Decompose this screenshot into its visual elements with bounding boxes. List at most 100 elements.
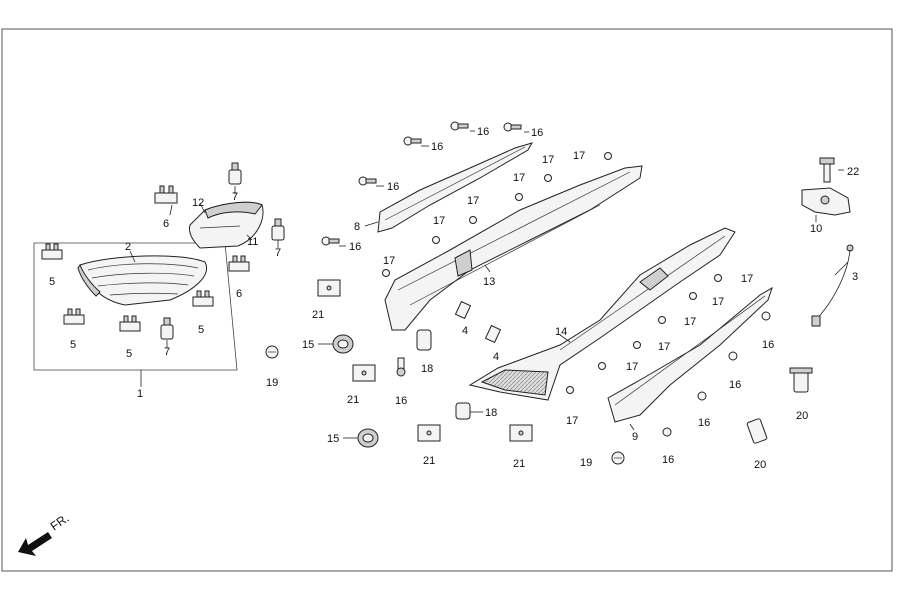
- callout-16e: 16: [349, 241, 361, 253]
- stopper-7b: [271, 218, 285, 241]
- callout-17j: 17: [658, 341, 670, 353]
- callout-19b: 19: [580, 457, 592, 469]
- callout-16d: 16: [387, 181, 399, 193]
- bolt-16f: [396, 357, 406, 377]
- clip-21a: [317, 279, 341, 297]
- callout-15a: 15: [302, 339, 314, 351]
- callout-3: 3: [852, 271, 858, 283]
- bumper-5b: [63, 308, 85, 325]
- callout-18a: 18: [421, 363, 433, 375]
- side-skirt-9: [607, 286, 773, 423]
- bolt-16c: [403, 136, 422, 146]
- direction-label: FR.: [48, 511, 72, 534]
- callout-4b: 4: [493, 351, 499, 363]
- screw-19a: [265, 345, 279, 359]
- screw-17b: [604, 152, 612, 160]
- bolt-16i: [697, 391, 707, 401]
- callout-7c: 7: [164, 346, 170, 358]
- callout-17a: 17: [542, 154, 554, 166]
- callout-16i: 16: [698, 417, 710, 429]
- bolt-16b: [503, 122, 522, 132]
- callout-19a: 19: [266, 377, 278, 389]
- bumper-6b: [228, 255, 250, 272]
- screw-17e: [432, 236, 440, 244]
- callout-16h: 16: [729, 379, 741, 391]
- callout-16b: 16: [531, 127, 543, 139]
- callout-16c: 16: [431, 141, 443, 153]
- callout-21c: 21: [423, 455, 435, 467]
- callout-7b: 7: [275, 247, 281, 259]
- screw-17i: [658, 316, 666, 324]
- front-arrow-icon: [18, 532, 52, 556]
- bolt-16a: [450, 121, 469, 131]
- callout-4a: 4: [462, 325, 468, 337]
- callout-17g: 17: [741, 273, 753, 285]
- callout-5c: 5: [126, 348, 132, 360]
- callout-16g: 16: [762, 339, 774, 351]
- side-rail-8: [377, 142, 534, 233]
- callout-11: 11: [247, 236, 258, 248]
- seat-part: [77, 255, 207, 306]
- callout-16f: 16: [395, 395, 407, 407]
- screw-17h: [689, 292, 697, 300]
- callout-1: 1: [137, 388, 143, 400]
- callout-20a: 20: [796, 410, 808, 422]
- callout-5b: 5: [70, 339, 76, 351]
- callout-17k: 17: [626, 361, 638, 373]
- callout-17e: 17: [433, 215, 445, 227]
- diagram-frame: [1, 28, 893, 572]
- bumper-5a: [41, 243, 63, 260]
- leader-lines: [129, 130, 849, 439]
- callout-7a: 7: [232, 191, 238, 203]
- callout-5d: 5: [198, 324, 204, 336]
- callout-21b: 21: [347, 394, 359, 406]
- callout-6a: 6: [163, 218, 169, 230]
- callout-14: 14: [555, 326, 567, 338]
- callout-9: 9: [632, 431, 638, 443]
- callout-16j: 16: [662, 454, 674, 466]
- collar-18b: [455, 402, 471, 420]
- clip-21d: [509, 424, 533, 442]
- callout-5a: 5: [49, 276, 55, 288]
- seat-assembly-outline: [33, 242, 238, 371]
- callout-17c: 17: [513, 172, 525, 184]
- bolt-16g: [761, 311, 771, 321]
- bumper-6a: [154, 185, 178, 204]
- callout-17f: 17: [383, 255, 395, 267]
- screw-17g: [714, 274, 722, 282]
- fastener-20b: [746, 418, 768, 444]
- callout-21d: 21: [513, 458, 525, 470]
- stopper-7a: [228, 162, 242, 185]
- callout-12: 12: [192, 197, 204, 209]
- collar-18a: [416, 329, 432, 351]
- bolt-16d: [358, 176, 377, 186]
- grommet-15b: [357, 428, 379, 448]
- callout-17l: 17: [566, 415, 578, 427]
- screw-17l: [566, 386, 574, 394]
- callout-22: 22: [847, 166, 859, 178]
- screw-17c: [515, 193, 523, 201]
- callout-labels: 1 2 3 4 4 5 5 5 5 6 6 7 7 7 8 9 10 11 12…: [49, 126, 859, 471]
- seat-cable-3: [811, 244, 854, 327]
- pad-4a: [454, 300, 472, 320]
- callout-13: 13: [483, 276, 495, 288]
- screw-17f: [382, 269, 390, 277]
- front-direction-indicator: FR.: [18, 511, 72, 556]
- callout-10: 10: [810, 223, 822, 235]
- callout-21a: 21: [312, 309, 324, 321]
- clip-21c: [417, 424, 441, 442]
- seat-cowl-part: [189, 201, 264, 249]
- seat-latch-10: [801, 187, 851, 216]
- callout-20b: 20: [754, 459, 766, 471]
- callout-16a: 16: [477, 126, 489, 138]
- callout-17h: 17: [712, 296, 724, 308]
- screw-17a: [544, 174, 552, 182]
- callout-6b: 6: [236, 288, 242, 300]
- callout-18b: 18: [485, 407, 497, 419]
- screw-17j: [633, 341, 641, 349]
- bolt-22: [819, 157, 835, 183]
- grommet-15a: [332, 334, 354, 354]
- floor-panel-14: [468, 227, 736, 401]
- callout-15b: 15: [327, 433, 339, 445]
